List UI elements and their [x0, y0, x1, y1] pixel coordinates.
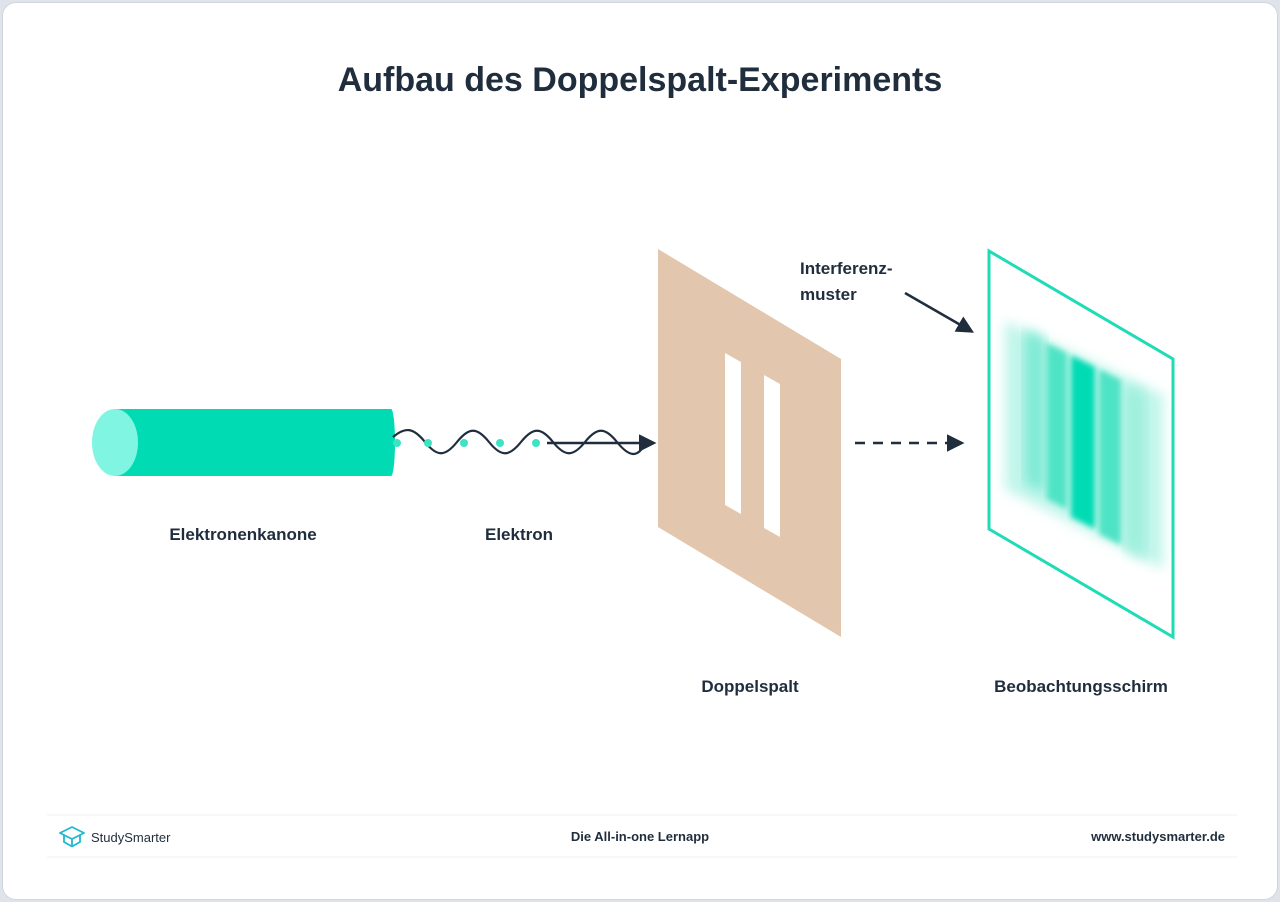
gun-front	[387, 409, 395, 476]
observation-screen	[987, 248, 1175, 640]
label-electron: Elektron	[484, 525, 554, 544]
page-title: Aufbau des Doppelspalt-Experiments	[337, 61, 943, 99]
label-interference-pattern: Interferenz- muster	[800, 256, 893, 308]
slit-2	[764, 375, 780, 537]
diagram-canvas	[47, 248, 1237, 858]
electron-gun	[92, 409, 395, 476]
label-interference-line1: Interferenz-	[800, 259, 893, 278]
footer-brand: StudySmarter	[59, 826, 170, 848]
footer-brand-name: StudySmarter	[91, 829, 171, 845]
interference-pattern	[1005, 321, 1163, 569]
electron-dot	[424, 439, 432, 447]
gun-back-face	[92, 409, 138, 476]
footer-tagline: Die All-in-one Lernapp	[570, 829, 710, 844]
electron-dot	[532, 439, 540, 447]
footer-url[interactable]: www.studysmarter.de	[1091, 829, 1225, 844]
label-observation-screen: Beobachtungsschirm	[994, 677, 1168, 696]
electron-dot	[393, 439, 401, 447]
electron-wave	[392, 429, 644, 455]
label-electron-gun: Elektronenkanone	[169, 525, 317, 544]
label-interference-line2: muster	[800, 285, 857, 304]
label-double-slit: Doppelspalt	[701, 677, 799, 696]
gun-body	[115, 409, 391, 476]
pattern-arrow	[904, 291, 975, 333]
electron-particles	[393, 439, 540, 447]
electron-dot	[496, 439, 504, 447]
slit-1	[725, 353, 741, 514]
studysmarter-logo-icon	[59, 826, 85, 848]
double-slit-plate	[658, 249, 841, 637]
electron-dot	[460, 439, 468, 447]
